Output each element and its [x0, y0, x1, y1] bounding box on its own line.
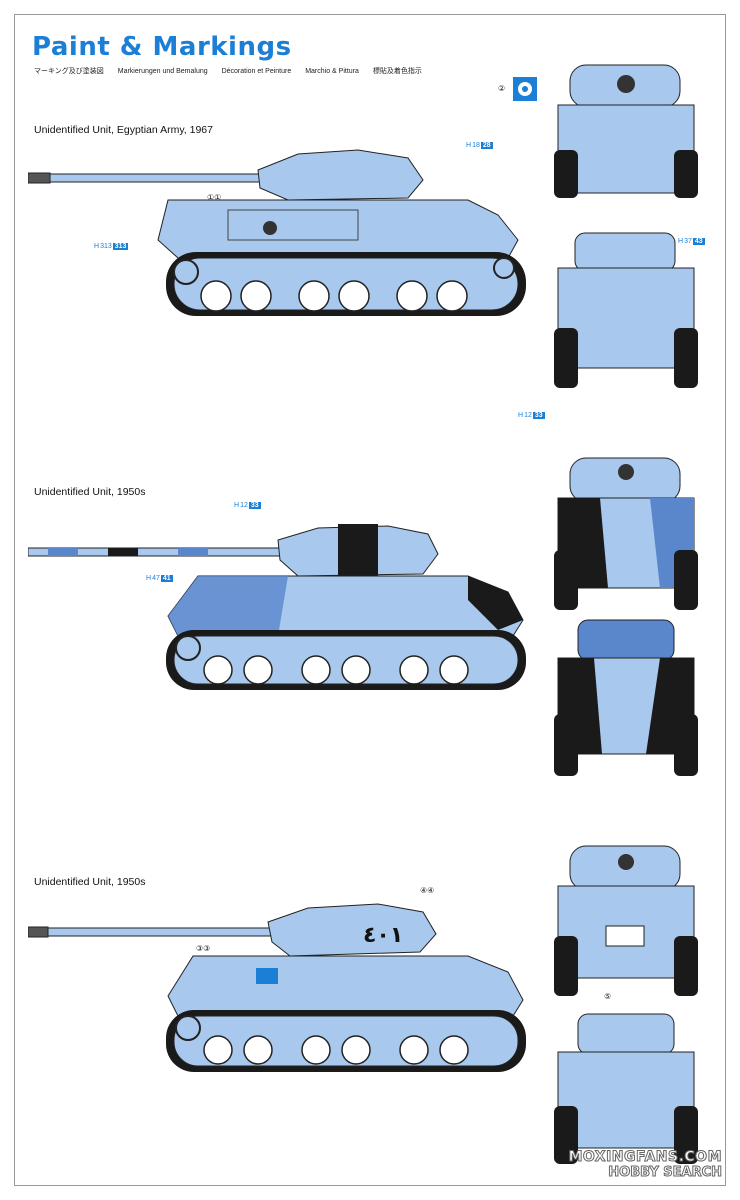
marker-2: ② — [498, 84, 506, 93]
tank-front-view-3 — [554, 845, 698, 996]
watermark-line-1: MOXINGFANS.COM — [568, 1149, 722, 1166]
callout-h12-s2: H 12 33 — [234, 502, 261, 509]
callout-h313: H 313 313 — [94, 243, 129, 250]
callout-h18: H 18 28 — [466, 142, 493, 149]
svg-text:٤٠١: ٤٠١ — [363, 923, 403, 948]
marker-4: ④④ — [420, 886, 435, 895]
tank-side-view-1 — [28, 149, 526, 316]
tank-front-view-1 — [554, 64, 698, 198]
page-frame — [14, 14, 726, 1186]
subtitle-de: Markierungen und Bemalung — [117, 68, 208, 75]
watermark: MOXINGFANS.COM HOBBY SEARCH — [568, 1149, 723, 1181]
scheme-2-caption: Unidentified Unit, 1950s — [34, 486, 146, 498]
tank-side-view-3: ٤٠١ — [28, 903, 526, 1072]
marker-1: ①① — [207, 193, 222, 202]
scheme-1-caption: Unidentified Unit, Egyptian Army, 1967 — [34, 124, 213, 136]
tank-rear-view-3 — [554, 1013, 698, 1164]
tank-side-view-2 — [28, 524, 526, 690]
subtitle-ja: マーキング及び塗装図 — [34, 68, 104, 75]
marker-5: ⑤ — [604, 992, 612, 1001]
tank-rear-view-2 — [554, 619, 698, 776]
callout-h12: H 12 33 — [518, 412, 545, 419]
marker-3: ③③ — [196, 944, 211, 953]
subtitle-zh: 標貼及着色指示 — [372, 68, 422, 75]
insignia-icon — [513, 77, 537, 101]
callout-h37: H 37 43 — [678, 238, 705, 245]
watermark-line-2: HOBBY SEARCH — [608, 1165, 723, 1181]
subtitle-fr: Décoration et Peinture — [221, 68, 292, 75]
tank-front-view-2 — [554, 457, 698, 610]
tank-rear-view-1 — [554, 232, 698, 388]
callout-h47: H 47 41 — [146, 575, 173, 582]
page-title: Paint & Markings — [32, 32, 292, 62]
subtitle-it: Marchio & Pittura — [305, 68, 359, 75]
language-subtitles: マーキング及び塗装図 Markierungen und Bemalung Déc… — [34, 66, 434, 76]
scheme-3-caption: Unidentified Unit, 1950s — [34, 876, 146, 888]
